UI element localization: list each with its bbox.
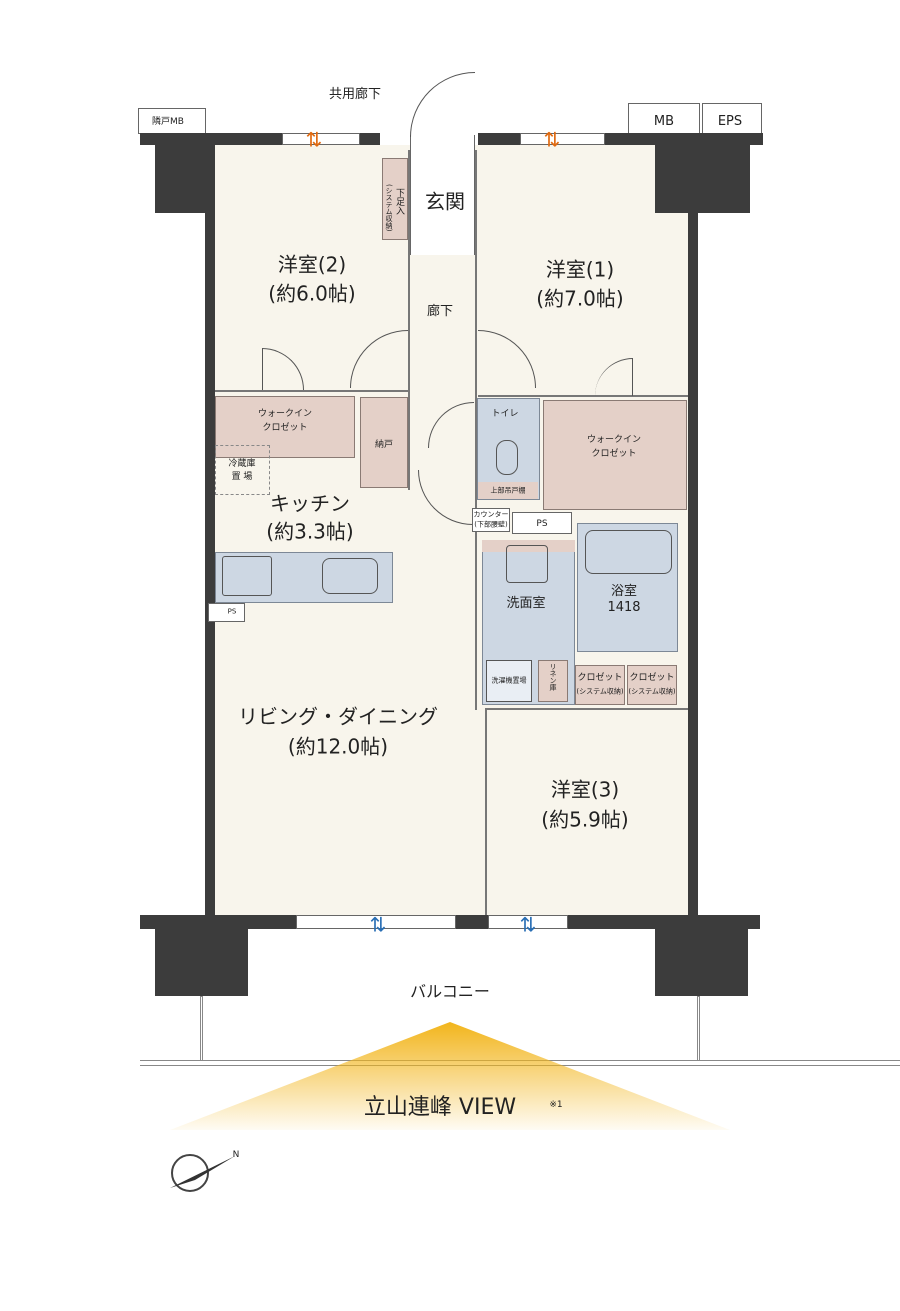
eps-label: EPS xyxy=(717,114,743,130)
ventilation-icon: ⇅ xyxy=(305,127,323,152)
wall xyxy=(408,150,410,490)
view-fan xyxy=(170,1022,730,1130)
walk-in-closet-left xyxy=(215,396,355,458)
fridge-label-2: 置 場 xyxy=(231,471,253,482)
window xyxy=(282,133,360,145)
shoe-storage-label: 下足入 xyxy=(394,188,404,215)
counter-box xyxy=(472,508,510,532)
closet-1 xyxy=(575,665,625,705)
ps-box xyxy=(208,603,245,622)
vanity-top xyxy=(482,540,575,552)
bathtub-icon xyxy=(585,530,672,574)
ldk-size: (約12.0帖) xyxy=(287,734,389,759)
column xyxy=(655,133,750,213)
wic-right-label: ウォークイン xyxy=(586,434,642,445)
mb-label: MB xyxy=(653,114,675,130)
storage-room xyxy=(360,397,408,488)
linen-label: リネン庫 xyxy=(549,663,557,691)
laundry-label: 洗濯機置場 xyxy=(491,676,527,685)
wall xyxy=(478,395,688,397)
ldk-name: リビング・ダイニング xyxy=(238,704,438,729)
toilet-label: トイレ xyxy=(491,408,519,419)
linen-storage xyxy=(538,660,568,702)
wall xyxy=(215,390,410,392)
ventilation-icon: ⇅ xyxy=(519,912,537,937)
ventilation-icon: ⇅ xyxy=(369,912,387,937)
sink-icon xyxy=(322,558,378,594)
hallway-label: 廊下 xyxy=(426,304,454,320)
wic-label-2: クロゼット xyxy=(262,422,308,433)
entrance-door[interactable] xyxy=(410,72,475,137)
bath-size: 1418 xyxy=(607,600,641,616)
shoe-storage xyxy=(382,158,408,240)
bath-label: 浴室 xyxy=(610,584,638,600)
common-corridor-label: 共用廊下 xyxy=(328,87,382,103)
kitchen-name: キッチン xyxy=(270,491,350,516)
north-label: N xyxy=(232,1149,240,1160)
column xyxy=(155,920,248,996)
ps-box-2 xyxy=(512,512,572,534)
laundry-space xyxy=(486,660,532,702)
window xyxy=(520,133,605,145)
view-note: ※1 xyxy=(549,1099,563,1110)
shoe-storage-sub: (システム収納) xyxy=(385,184,393,232)
room2-size: (約6.0帖) xyxy=(268,281,356,306)
kitchen-counter xyxy=(215,552,393,603)
washroom-label: 洗面室 xyxy=(506,596,546,612)
room3-name: 洋室(3) xyxy=(550,777,620,802)
fridge-label: 冷蔵庫 xyxy=(228,458,256,469)
wall xyxy=(485,708,688,710)
closet-1-sub: (システム収納) xyxy=(576,687,624,696)
ps-label-2: PS xyxy=(536,518,548,529)
bathroom xyxy=(577,523,678,652)
closet-2 xyxy=(627,665,677,705)
room3-size: (約5.9帖) xyxy=(541,807,629,832)
counter-label: カウンター xyxy=(473,510,509,519)
room2-name: 洋室(2) xyxy=(277,252,347,277)
wic-label: ウォークイン xyxy=(257,408,313,419)
closet-2-sub: (システム収納) xyxy=(628,687,676,696)
view-label: 立山連峰 VIEW xyxy=(363,1095,517,1121)
walk-in-closet-right xyxy=(543,400,687,510)
room1-size: (約7.0帖) xyxy=(536,286,624,311)
toilet-icon xyxy=(496,440,518,475)
neighbor-mb-label: 隣戸MB xyxy=(152,116,184,127)
wall xyxy=(205,145,215,920)
window xyxy=(296,915,456,929)
wall xyxy=(688,145,698,920)
fridge-space xyxy=(215,445,270,495)
ps-label: PS xyxy=(227,607,237,616)
entrance-area xyxy=(410,135,475,255)
stove-icon xyxy=(222,556,272,596)
column xyxy=(155,133,208,213)
compass-icon xyxy=(170,1154,235,1192)
ventilation-icon: ⇅ xyxy=(543,127,561,152)
counter-sub-label: (下部腰壁) xyxy=(474,520,508,529)
column xyxy=(655,920,748,996)
closet-1-label: クロゼット xyxy=(577,672,623,683)
wic-right-label-2: クロゼット xyxy=(591,448,637,459)
washbasin-icon xyxy=(506,545,548,583)
wall xyxy=(485,708,487,915)
closet-2-label: クロゼット xyxy=(629,672,675,683)
balcony-label: バルコニー xyxy=(410,982,490,1002)
upper-cabinet-label: 上部吊戸棚 xyxy=(490,486,526,495)
room1-name: 洋室(1) xyxy=(545,257,615,282)
mb-box xyxy=(628,103,700,135)
window xyxy=(488,915,568,929)
entrance-label: 玄関 xyxy=(425,189,465,214)
wall xyxy=(475,150,477,710)
upper-cabinet xyxy=(478,482,538,499)
storage-label: 納戸 xyxy=(374,439,394,450)
kitchen-size: (約3.3帖) xyxy=(266,519,354,544)
